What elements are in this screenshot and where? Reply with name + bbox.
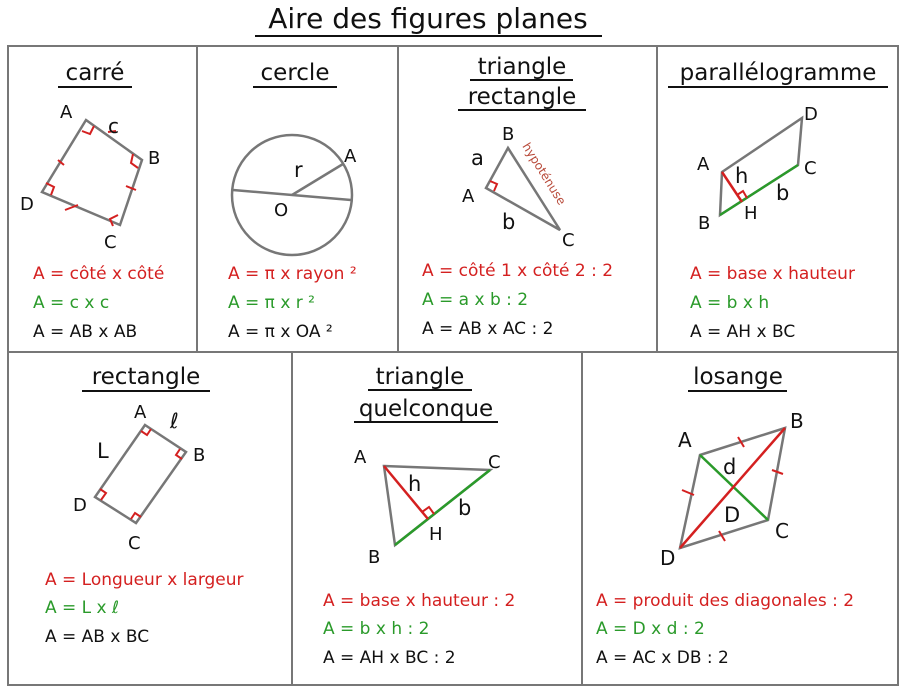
label-C: C — [104, 232, 117, 253]
large-diagonal — [679, 427, 786, 549]
label-A: A — [60, 102, 73, 123]
label-C: C — [128, 533, 141, 554]
cell-triangle-quelconque: triangle quelconque A C B H h b A = base… — [323, 364, 515, 668]
label-A: A — [354, 447, 367, 468]
label-b: b — [458, 496, 471, 520]
formula-letters: A = c x c — [33, 293, 109, 313]
formula-points: A = AB x AB — [33, 322, 137, 342]
formula-letters: A = D x d : 2 — [596, 619, 705, 639]
heading-parallelogramme: parallélogramme — [680, 60, 877, 86]
heading-line-2: quelconque — [359, 396, 493, 422]
formula-points: A = AC x DB : 2 — [596, 648, 729, 668]
base-segment — [394, 469, 491, 546]
label-B: B — [148, 148, 160, 169]
label-A: A — [678, 428, 692, 452]
formula-letters: A = L x ℓ — [45, 598, 119, 618]
label-B: B — [502, 124, 514, 145]
circle-shape — [230, 133, 354, 257]
formula-points: A = π x OA ² — [228, 322, 333, 342]
label-D: D — [660, 546, 675, 570]
right-angle-marks — [45, 125, 139, 227]
heading-losange: losange — [693, 364, 783, 390]
cell-cercle: cercle r A O A = π x rayon ² A = π x r ²… — [228, 60, 357, 342]
label-D: D — [20, 194, 34, 215]
formula-letters: A = b x h : 2 — [323, 619, 429, 639]
cell-parallelogramme: parallélogramme A D C B H h b A = base x… — [668, 60, 888, 342]
heading-cercle: cercle — [261, 60, 330, 86]
label-d: d — [723, 455, 736, 479]
formula-words: A = Longueur x largeur — [45, 570, 244, 590]
label-r: r — [294, 158, 303, 182]
formula-words: A = côté x côté — [33, 264, 164, 284]
cell-rectangle: rectangle A ℓ L B D C A = Longueur x lar… — [45, 364, 244, 647]
equal-side-ticks — [681, 436, 784, 542]
right-triangle-shape — [484, 145, 562, 232]
label-C: C — [804, 158, 817, 179]
label-hypotenuse: hypoténuse — [519, 140, 568, 207]
formula-points: A = AH x BC : 2 — [323, 648, 456, 668]
label-L: L — [97, 439, 109, 463]
formula-letters: A = π x r ² — [228, 293, 315, 313]
formula-words: A = base x hauteur — [690, 264, 855, 284]
label-l: ℓ — [169, 409, 179, 433]
cell-triangle-rectangle: triangle rectangle B a A b C hypoténuse … — [422, 54, 613, 339]
formula-letters: A = a x b : 2 — [422, 290, 528, 310]
label-B: B — [790, 409, 804, 433]
formula-letters: A = b x h — [690, 293, 769, 313]
right-angle-mark — [736, 189, 748, 199]
heading-rectangle: rectangle — [92, 364, 201, 390]
table-grid — [7, 45, 899, 686]
cell-carre: carré A c B D C A = côté x côté A = c x … — [20, 60, 164, 342]
label-C: C — [562, 230, 575, 251]
page-title: Aire des figures planes — [268, 2, 587, 35]
right-angle-marks — [99, 428, 183, 520]
formula-points: A = AH x BC — [690, 322, 795, 342]
label-B: B — [698, 213, 710, 234]
square-shape — [40, 118, 144, 227]
label-B: B — [193, 445, 205, 466]
label-H: H — [429, 524, 443, 545]
label-C: C — [488, 452, 501, 473]
formula-points: A = AB x BC — [45, 627, 149, 647]
height-segment — [720, 171, 744, 203]
label-D: D — [73, 495, 87, 516]
label-h: h — [735, 164, 748, 188]
label-A: A — [134, 402, 147, 423]
radius-line — [291, 162, 344, 197]
right-angle-mark — [489, 180, 499, 192]
label-A: A — [697, 154, 710, 175]
cell-losange: losange A B C D d D A = produit des diag… — [596, 364, 854, 668]
label-b: b — [502, 210, 515, 234]
label-O: O — [274, 200, 288, 221]
rectangle-shape — [93, 423, 188, 525]
height-segment — [383, 465, 429, 520]
label-c: c — [108, 114, 119, 138]
formula-words: A = base x hauteur : 2 — [323, 591, 515, 611]
label-D-diagonal: D — [724, 503, 740, 527]
right-angle-mark — [421, 505, 435, 515]
label-A: A — [462, 186, 475, 207]
formula-words: A = côté 1 x côté 2 : 2 — [422, 261, 613, 281]
heading-carre: carré — [66, 60, 125, 86]
label-a: a — [471, 146, 484, 170]
parallelogram-shape — [718, 115, 804, 218]
label-b: b — [776, 181, 789, 205]
formula-words: A = produit des diagonales : 2 — [596, 591, 854, 611]
label-h: h — [408, 472, 421, 496]
formula-words: A = π x rayon ² — [228, 264, 357, 284]
label-H: H — [744, 203, 758, 224]
label-A: A — [344, 146, 357, 167]
formula-points: A = AB x AC : 2 — [422, 319, 553, 339]
heading-line-1: triangle — [376, 364, 465, 390]
heading-line-2: rectangle — [468, 84, 577, 110]
base-segment — [719, 163, 799, 217]
label-B: B — [368, 547, 380, 568]
heading-line-1: triangle — [478, 54, 567, 80]
label-C: C — [775, 519, 789, 543]
label-D: D — [804, 104, 818, 125]
